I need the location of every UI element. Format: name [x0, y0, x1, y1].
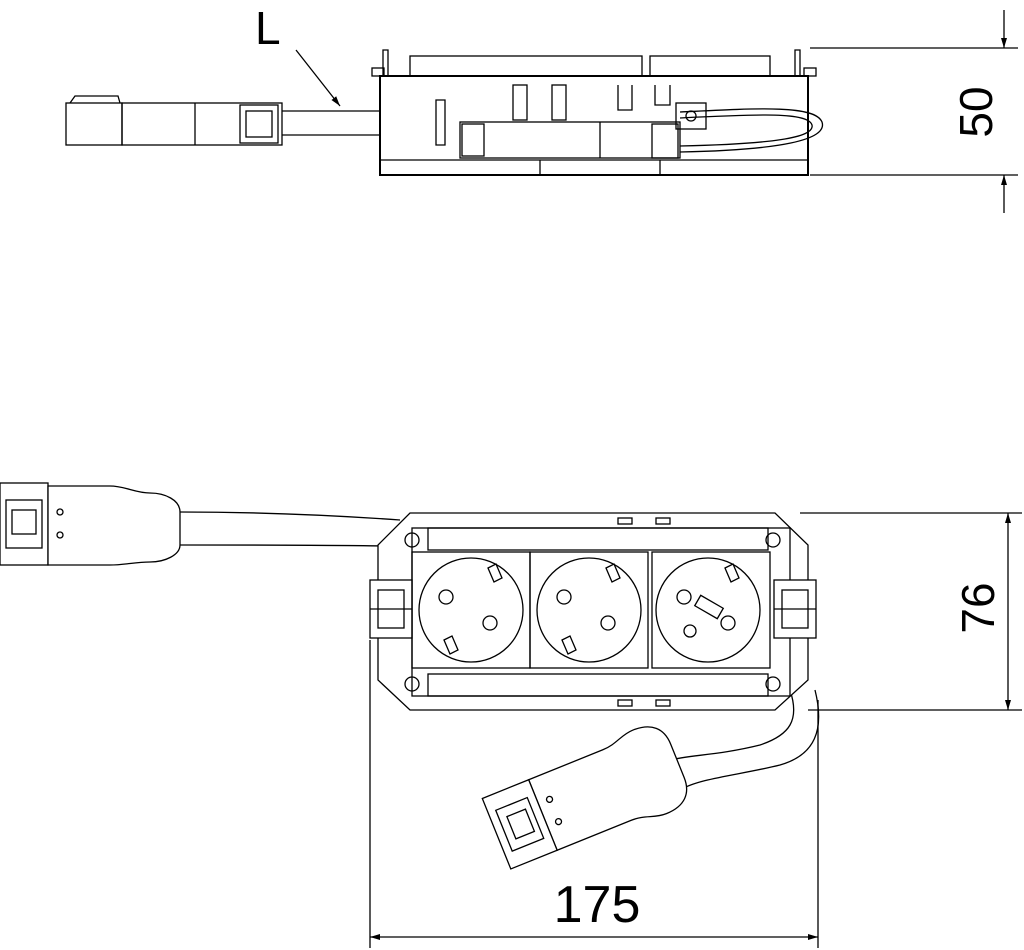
top-view: 76 175 [0, 482, 1022, 948]
socket-frame [369, 512, 817, 711]
leader-arrow [295, 49, 341, 107]
height-dimension: 50 [810, 10, 1018, 213]
depth-dimension-text: 76 [952, 582, 1004, 633]
cable-label-callout: L [255, 2, 341, 107]
input-plug [0, 482, 181, 566]
side-body [371, 49, 824, 176]
output-plug [481, 726, 688, 870]
input-cable [179, 511, 401, 547]
socket-1 [411, 551, 531, 669]
left-clip [369, 579, 413, 639]
side-cable [282, 110, 380, 136]
width-dimension-text: 175 [554, 876, 641, 934]
socket-3 [651, 551, 771, 669]
side-plug [65, 95, 283, 146]
socket-2 [529, 551, 649, 669]
width-dimension: 175 [369, 640, 819, 948]
cable-label: L [255, 2, 281, 54]
depth-dimension: 76 [800, 512, 1022, 711]
side-view: L 50 [65, 2, 1018, 213]
right-clip [773, 579, 817, 639]
height-dimension-text: 50 [950, 86, 1002, 137]
